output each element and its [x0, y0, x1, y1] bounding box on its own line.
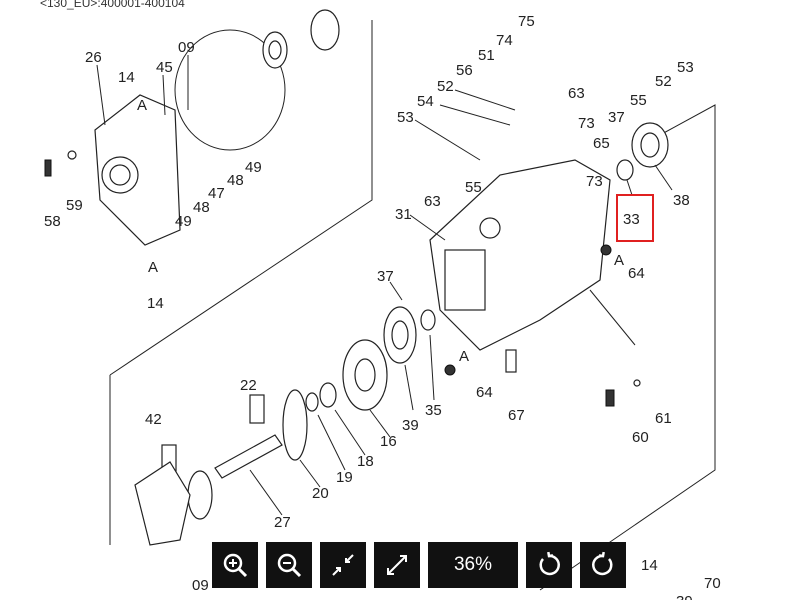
bearing-33 [616, 159, 634, 181]
bolt-60 [605, 389, 615, 407]
washer-61 [633, 379, 641, 387]
valve-67 [505, 349, 517, 373]
part-18 [319, 382, 337, 408]
washer-59 [67, 150, 77, 160]
zoom-level-display: 36% [428, 542, 518, 588]
bolt-58 [44, 159, 52, 177]
housing-flange [444, 249, 486, 311]
rotate-right-icon[interactable] [580, 542, 626, 588]
highlight-box-33 [616, 194, 654, 242]
plate-top [310, 9, 340, 51]
frame-line-right [539, 104, 716, 591]
seal-38-inner [640, 132, 660, 158]
image-viewer-toolbar: 36% [212, 542, 626, 588]
pin-22 [249, 394, 265, 424]
expand-icon[interactable] [374, 542, 420, 588]
plug-64 [444, 364, 456, 376]
gasket-ring [174, 29, 286, 151]
rotate-left-icon[interactable] [526, 542, 572, 588]
cover-bore-inner [109, 164, 131, 186]
plug-64-right [600, 244, 612, 256]
leader-lines [96, 55, 673, 516]
shaft-27 [214, 434, 283, 479]
housing-port [479, 217, 501, 239]
frame-line-top-left [109, 20, 373, 376]
zoom-in-icon[interactable] [212, 542, 258, 588]
diagram-header-text: <130_EU>:400001-400104 [40, 0, 185, 10]
bearing-35 [420, 309, 436, 331]
washer-09 [187, 470, 213, 520]
bearing-top-inner [268, 40, 282, 60]
bearing-39-inner [391, 320, 409, 350]
zoom-out-icon[interactable] [266, 542, 312, 588]
part-19 [305, 392, 319, 412]
shrink-icon[interactable] [320, 542, 366, 588]
swashplate-20 [282, 389, 308, 461]
cylinder-block-bore [354, 358, 376, 392]
lower-bracket [134, 461, 191, 546]
